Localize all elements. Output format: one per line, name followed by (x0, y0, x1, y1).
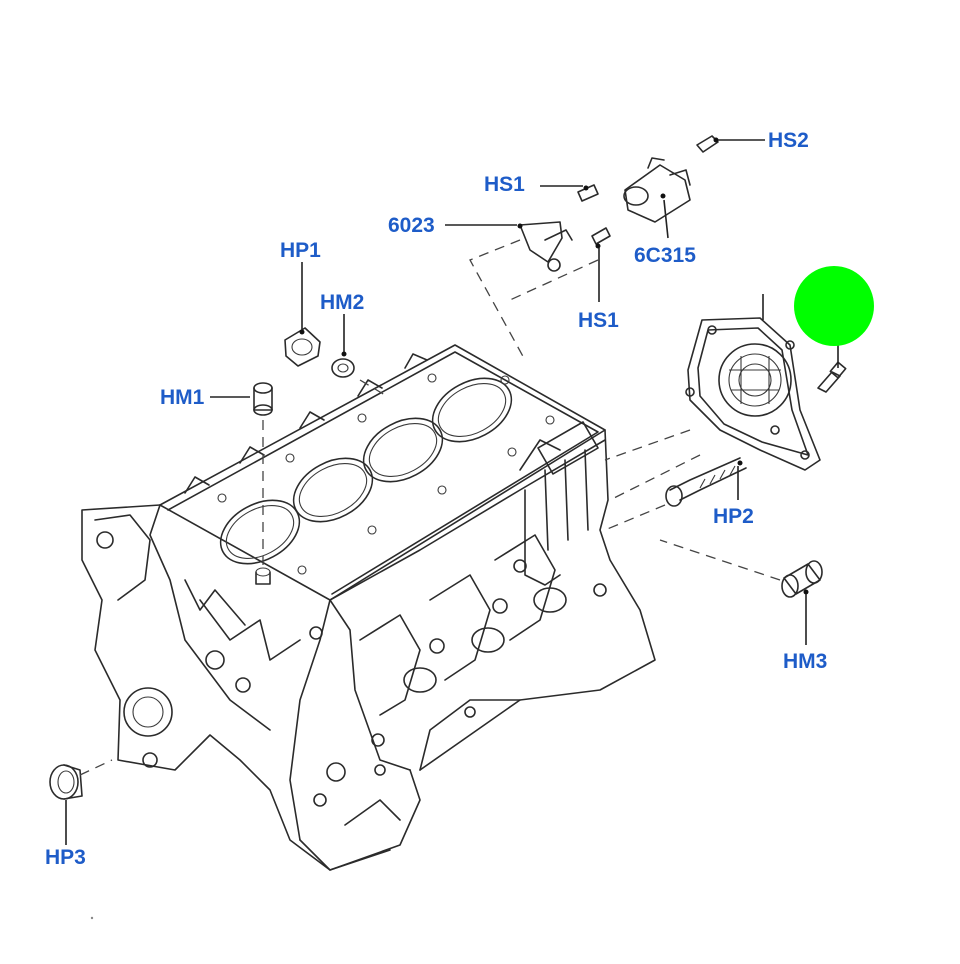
seal-hp3 (49, 764, 83, 800)
bracket-6023 (517, 221, 573, 272)
label-6c315: 6C315 (634, 244, 696, 267)
cam-sensor-assembly (623, 157, 691, 223)
assembly-lines (79, 239, 781, 776)
label-hp2: HP2 (713, 505, 754, 528)
label-hm3: HM3 (783, 650, 827, 673)
bolt-hs1-top (577, 184, 599, 202)
plug-hp1 (284, 327, 321, 367)
label-hs1-bottom: HS1 (578, 309, 619, 332)
dowel-hm1 (253, 382, 273, 585)
rear-seal-retainer (685, 294, 821, 471)
bolt-hs2 (696, 135, 719, 153)
label-hs1-top: HS1 (484, 173, 525, 196)
label-hs2: HS2 (768, 129, 809, 152)
label-6023: 6023 (388, 214, 435, 237)
bolt-hs1-bottom (591, 227, 611, 249)
retainer-bolt (817, 340, 847, 393)
long-bolt (665, 457, 747, 507)
green-marker-circle (794, 266, 874, 346)
label-hp1: HP1 (280, 239, 321, 262)
speck (90, 916, 94, 920)
washer-hm2 (331, 351, 355, 378)
label-hm2: HM2 (320, 291, 364, 314)
leader-lines (65, 139, 807, 845)
dowel-sleeve (781, 560, 823, 598)
part-labels: HS2 HS1 6023 6C315 HS1 HP1 HM2 HM1 HP2 H… (45, 129, 827, 869)
cylinder-block (81, 344, 656, 871)
label-hm1: HM1 (160, 386, 205, 409)
label-hp3: HP3 (45, 846, 86, 869)
